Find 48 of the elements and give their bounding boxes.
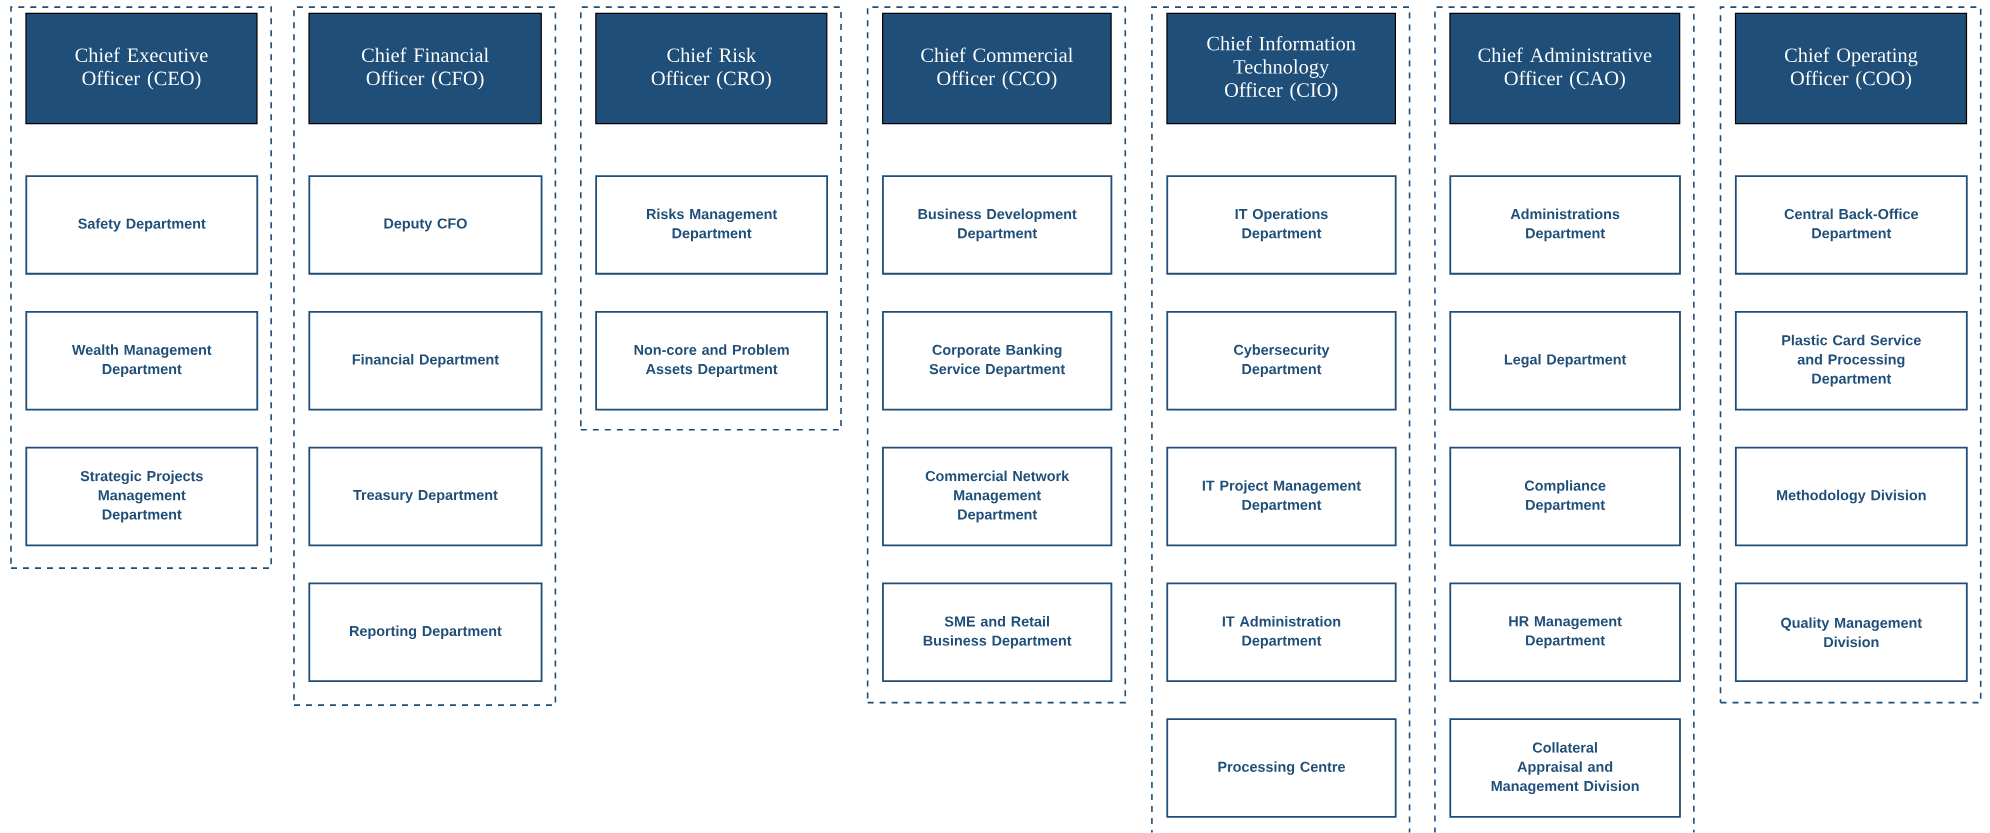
title-box <box>1734 12 1968 125</box>
column-frame <box>1719 6 1982 704</box>
department-box: Strategic Projects Management Department <box>25 446 259 547</box>
column-frame <box>1151 6 1411 833</box>
department-box: Methodology Division <box>1734 446 1968 547</box>
title-box <box>308 12 542 125</box>
department-box: Safety Department <box>25 175 259 275</box>
department-box: SME and Retail Business Department <box>882 582 1113 683</box>
department-box: Risks Management Department <box>595 175 828 275</box>
department-box: Compliance Department <box>1449 446 1681 547</box>
department-box: Reporting Department <box>308 582 543 683</box>
title-box <box>25 12 258 125</box>
title-box <box>882 12 1112 125</box>
title-box <box>1166 12 1396 125</box>
node-label: Chief Operating Officer (COO) <box>1785 47 1918 90</box>
department-box: Central Back-Office Department <box>1734 175 1968 275</box>
department-box: Non-core and Problem Assets Department <box>595 311 828 411</box>
department-box: Legal Department <box>1449 311 1681 411</box>
department-box: Treasury Department <box>308 446 543 547</box>
title-box <box>595 12 828 125</box>
department-box: Quality Management Division <box>1734 582 1968 683</box>
column-frame <box>866 6 1127 704</box>
node-label: Chief Information Technology Officer (CIO) <box>1207 36 1356 102</box>
department-box: IT Administration Department <box>1166 582 1397 683</box>
column-frame <box>580 6 842 431</box>
node-label: Chief Executive Officer (CEO) <box>75 47 208 90</box>
department-box: Plastic Card Service and Processing Department <box>1734 311 1968 411</box>
column-frame <box>1434 6 1695 833</box>
node-label: Chief Financial Officer (CFO) <box>361 47 489 90</box>
department-box: IT Project Management Department <box>1166 446 1397 547</box>
column-frame <box>293 6 557 707</box>
node-label: Chief Commercial Officer (CCO) <box>921 47 1073 90</box>
department-box: Cybersecurity Department <box>1166 311 1397 411</box>
department-box: Processing Centre <box>1166 718 1397 819</box>
department-box: Business Development Department <box>882 175 1113 275</box>
department-box: IT Operations Department <box>1166 175 1397 275</box>
department-box: Wealth Management Department <box>25 311 259 411</box>
node-label: Chief Administrative Officer (CAO) <box>1478 47 1652 90</box>
department-box: Corporate Banking Service Department <box>882 311 1113 411</box>
department-box: HR Management Department <box>1449 582 1681 683</box>
department-box: Collateral Appraisal and Management Division <box>1449 718 1681 819</box>
title-box <box>1449 12 1681 125</box>
department-box: Administrations Department <box>1449 175 1681 275</box>
department-box: Commercial Network Management Department <box>882 446 1113 547</box>
column-frame <box>10 6 272 570</box>
department-box: Financial Department <box>308 311 543 411</box>
node-label: Chief Risk Officer (CRO) <box>651 47 771 90</box>
department-box: Deputy CFO <box>308 175 543 275</box>
